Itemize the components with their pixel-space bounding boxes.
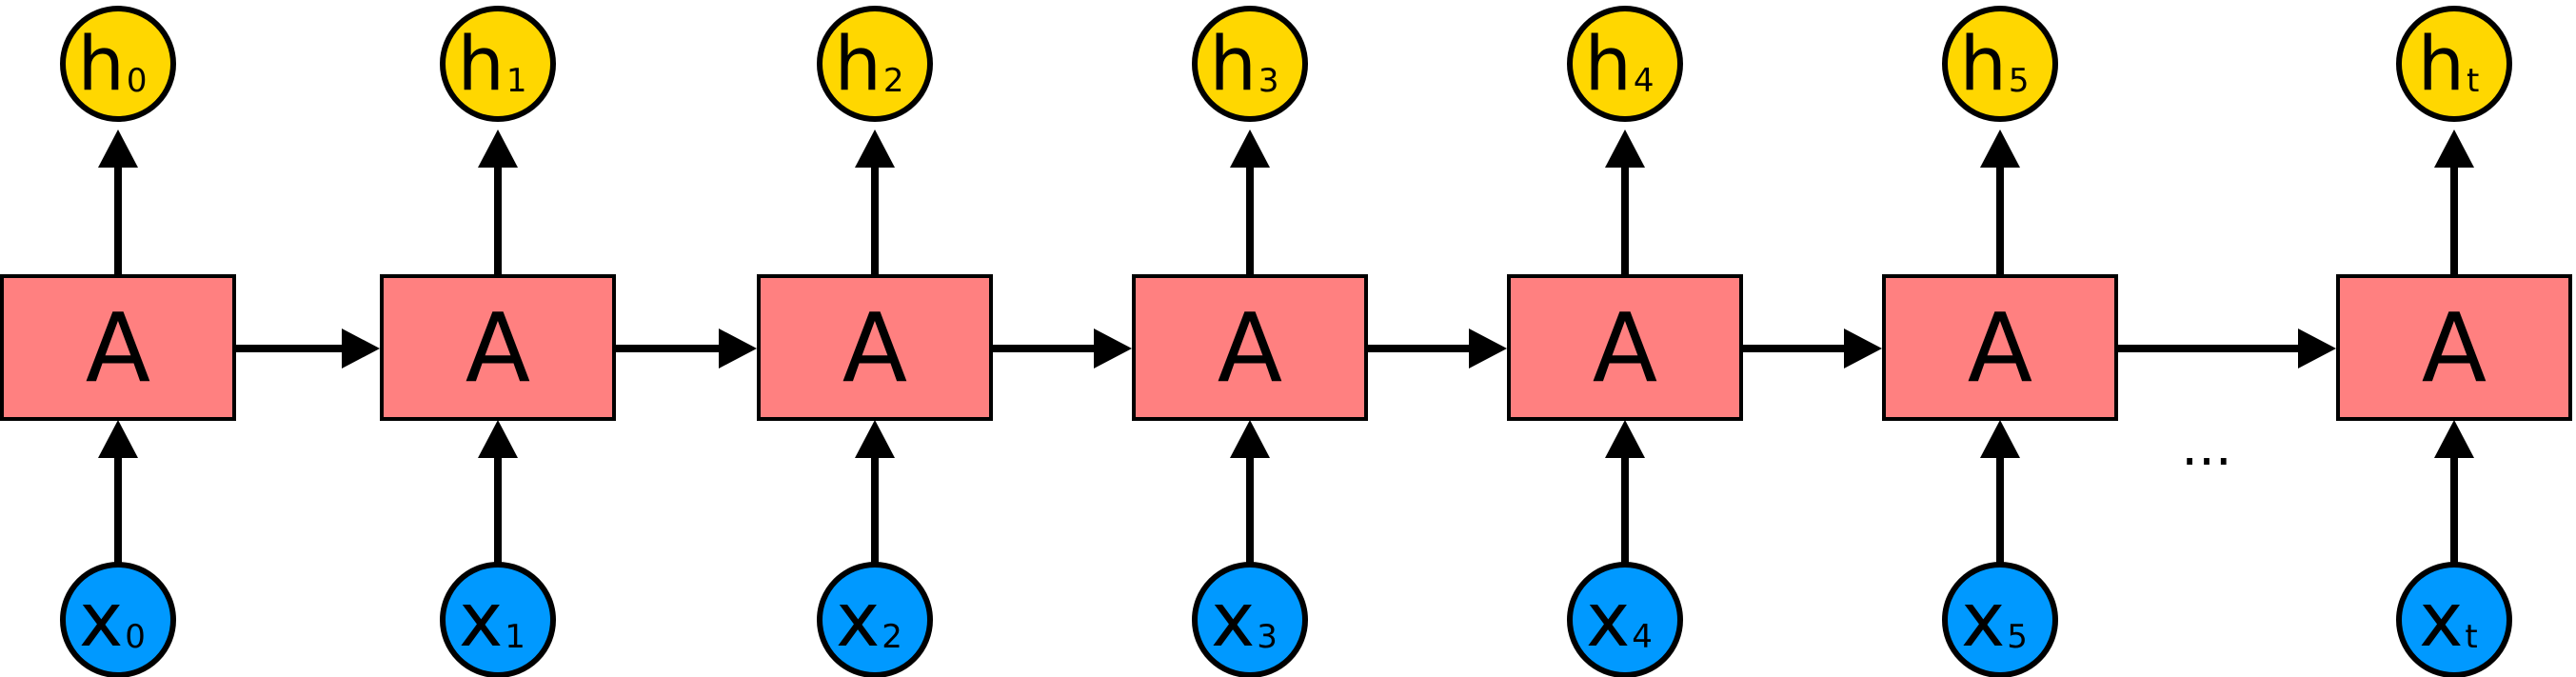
arrow-up-from-x3 [1230, 420, 1270, 565]
output-node-h1-label: h1 [457, 22, 526, 108]
rnn-cell-3: A [1132, 274, 1368, 421]
output-node-ht: ht [2396, 6, 2512, 122]
input-node-x3-label: x3 [1211, 578, 1278, 664]
arrow-up-from-x5 [1980, 420, 2020, 565]
rnn-cell-5: A [1882, 274, 2118, 421]
rnn-cell-0: A [0, 274, 236, 421]
arrow-up-to-ht [2434, 129, 2474, 276]
input-node-x4: x4 [1567, 562, 1683, 677]
output-node-h0-label: h0 [77, 22, 147, 108]
input-node-xt-label: xt [2419, 578, 2478, 664]
input-node-x1-label: x1 [459, 578, 525, 664]
arrow-up-to-h2 [855, 129, 895, 276]
arrow-up-to-h0 [98, 129, 138, 276]
nodes-layer: Ah0 x0 Ah1 x1 Ah2 x2 Ah3 x3 Ah4 x4 Ah5 x5 Aht xt [0, 6, 2572, 677]
output-node-h0: h0 [60, 6, 176, 122]
arrow-right-0-to-1 [236, 329, 380, 368]
arrow-right-1-to-2 [616, 329, 757, 368]
arrow-right-2-to-3 [993, 329, 1132, 368]
arrow-up-from-x4 [1605, 420, 1645, 565]
rnn-cell-6: A [2336, 274, 2572, 421]
arrow-right-5-to-6 [2118, 329, 2336, 368]
output-node-h3: h3 [1192, 6, 1308, 122]
arrow-right-3-to-4 [1368, 329, 1507, 368]
input-node-xt: xt [2396, 562, 2512, 677]
arrow-right-4-to-5 [1743, 329, 1882, 368]
arrow-up-to-h1 [478, 129, 518, 276]
output-node-h5-label: h5 [1959, 22, 2029, 108]
rnn-cell-1: A [380, 274, 616, 421]
rnn-cell-4: A [1507, 274, 1743, 421]
output-node-ht-label: ht [2418, 22, 2480, 108]
arrow-up-to-h4 [1605, 129, 1645, 276]
cell-label: A [466, 292, 530, 404]
cell-label: A [1218, 292, 1282, 404]
input-node-x5: x5 [1942, 562, 2058, 677]
input-node-x2: x2 [817, 562, 933, 677]
output-node-h3-label: h3 [1209, 22, 1278, 108]
input-node-x5-label: x5 [1961, 578, 2028, 664]
input-node-x1: x1 [440, 562, 556, 677]
output-node-h1: h1 [440, 6, 556, 122]
arrow-up-from-x2 [855, 420, 895, 565]
input-node-x3: x3 [1192, 562, 1308, 677]
input-node-x4-label: x4 [1586, 578, 1653, 664]
cell-label: A [1968, 292, 2032, 404]
output-node-h4: h4 [1567, 6, 1683, 122]
input-node-x0-label: x0 [79, 578, 146, 664]
edges-layer [98, 129, 2474, 565]
output-node-h2-label: h2 [834, 22, 903, 108]
output-node-h4-label: h4 [1584, 22, 1654, 108]
ellipsis-label: ... [2181, 416, 2231, 478]
arrow-up-from-xt [2434, 420, 2474, 565]
input-node-x0: x0 [60, 562, 176, 677]
cell-label: A [1593, 292, 1657, 404]
arrow-up-from-x0 [98, 420, 138, 565]
arrow-up-to-h3 [1230, 129, 1270, 276]
arrow-up-to-h5 [1980, 129, 2020, 276]
rnn-cell-2: A [757, 274, 993, 421]
input-node-x2-label: x2 [836, 578, 902, 664]
arrow-up-from-x1 [478, 420, 518, 565]
cell-label: A [2422, 292, 2487, 404]
cell-label: A [842, 292, 907, 404]
output-node-h5: h5 [1942, 6, 2058, 122]
output-node-h2: h2 [817, 6, 933, 122]
cell-label: A [86, 292, 150, 404]
